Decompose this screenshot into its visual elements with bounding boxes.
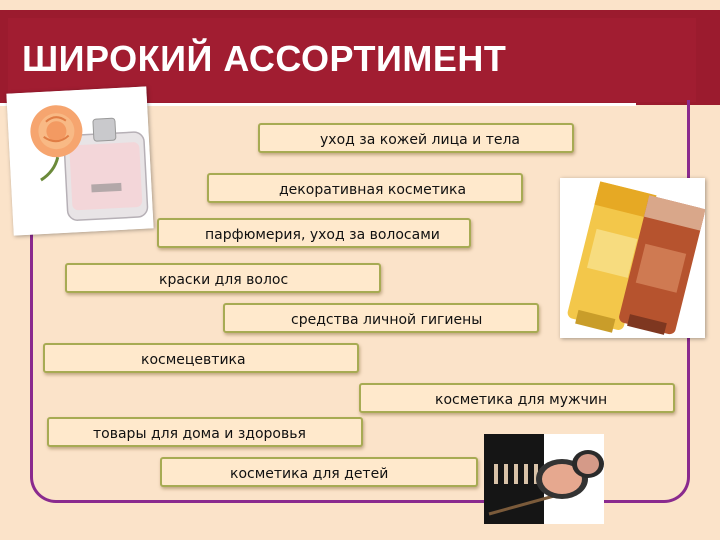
cosmetic-tubes-photo xyxy=(560,178,706,338)
title-underline xyxy=(0,103,636,106)
category-cosmeceuticals: космецевтика xyxy=(43,343,359,373)
makeup-palette-photo xyxy=(484,434,604,524)
category-mens-cosmetics: косметика для мужчин xyxy=(359,383,675,413)
slide-title: ШИРОКИЙ АССОРТИМЕНТ xyxy=(22,38,507,79)
category-perfume-hair-care: парфюмерия, уход за волосами xyxy=(157,218,471,248)
perfume-photo xyxy=(6,86,154,236)
category-decorative-cosmetics: декоративная косметика xyxy=(207,173,523,203)
category-skin-care: уход за кожей лица и тела xyxy=(258,123,574,153)
category-hair-dye: краски для волос xyxy=(65,263,381,293)
category-home-health: товары для дома и здоровья xyxy=(47,417,363,447)
category-personal-hygiene: средства личной гигиены xyxy=(223,303,539,333)
category-kids-cosmetics: косметика для детей xyxy=(160,457,478,487)
